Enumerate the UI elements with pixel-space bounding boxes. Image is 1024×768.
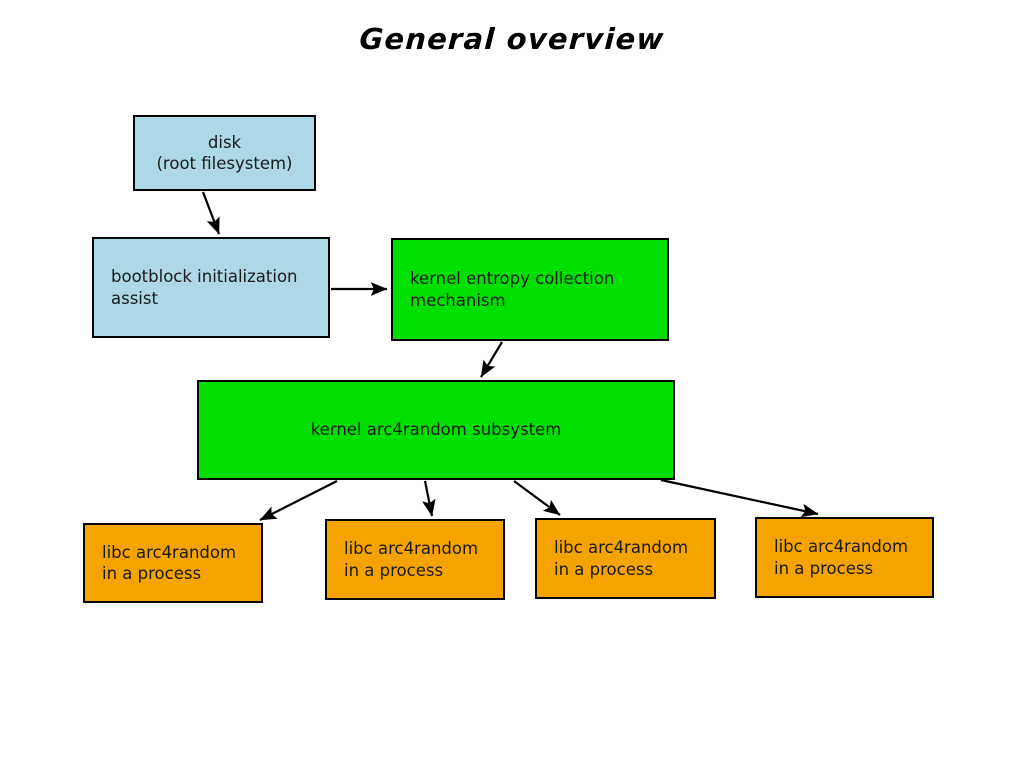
node-kernel-arc4random-label: kernel arc4random subsystem — [310, 420, 562, 440]
node-libc-3-label: libc arc4random in a process — [554, 538, 689, 579]
node-disk[interactable]: disk (root filesystem) — [133, 115, 316, 191]
node-kernel-entropy-collection-mechanism[interactable]: kernel entropy collection mechanism — [391, 238, 669, 341]
node-libc-arc4random-process-2[interactable]: libc arc4random in a process — [325, 519, 505, 600]
edge-disk-to-bootblock — [201, 191, 221, 235]
node-libc-1-label: libc arc4random in a process — [102, 542, 237, 583]
edge-arc4random-to-libc-4 — [660, 478, 819, 518]
node-libc-2-label: libc arc4random in a process — [344, 539, 479, 580]
edge-arc4random-to-libc-1 — [259, 480, 338, 521]
edge-kernel-entropy-to-arc4random — [480, 341, 503, 378]
node-bootblock-initialization-assist[interactable]: bootblock initialization assist — [92, 237, 330, 338]
node-libc-arc4random-process-3[interactable]: libc arc4random in a process — [535, 518, 716, 599]
node-libc-arc4random-process-4[interactable]: libc arc4random in a process — [755, 517, 934, 598]
node-kernel-entropy-label: kernel entropy collection mechanism — [410, 269, 615, 310]
node-libc-arc4random-process-1[interactable]: libc arc4random in a process — [83, 523, 263, 603]
edge-arc4random-to-libc-3 — [513, 480, 561, 516]
node-bootblock-label: bootblock initialization assist — [111, 267, 298, 308]
page-title: General overview — [358, 22, 666, 56]
node-disk-label: disk (root filesystem) — [156, 132, 293, 173]
node-kernel-arc4random-subsystem[interactable]: kernel arc4random subsystem — [197, 380, 675, 480]
node-libc-4-label: libc arc4random in a process — [774, 537, 909, 578]
edge-arc4random-to-libc-2 — [422, 480, 436, 517]
